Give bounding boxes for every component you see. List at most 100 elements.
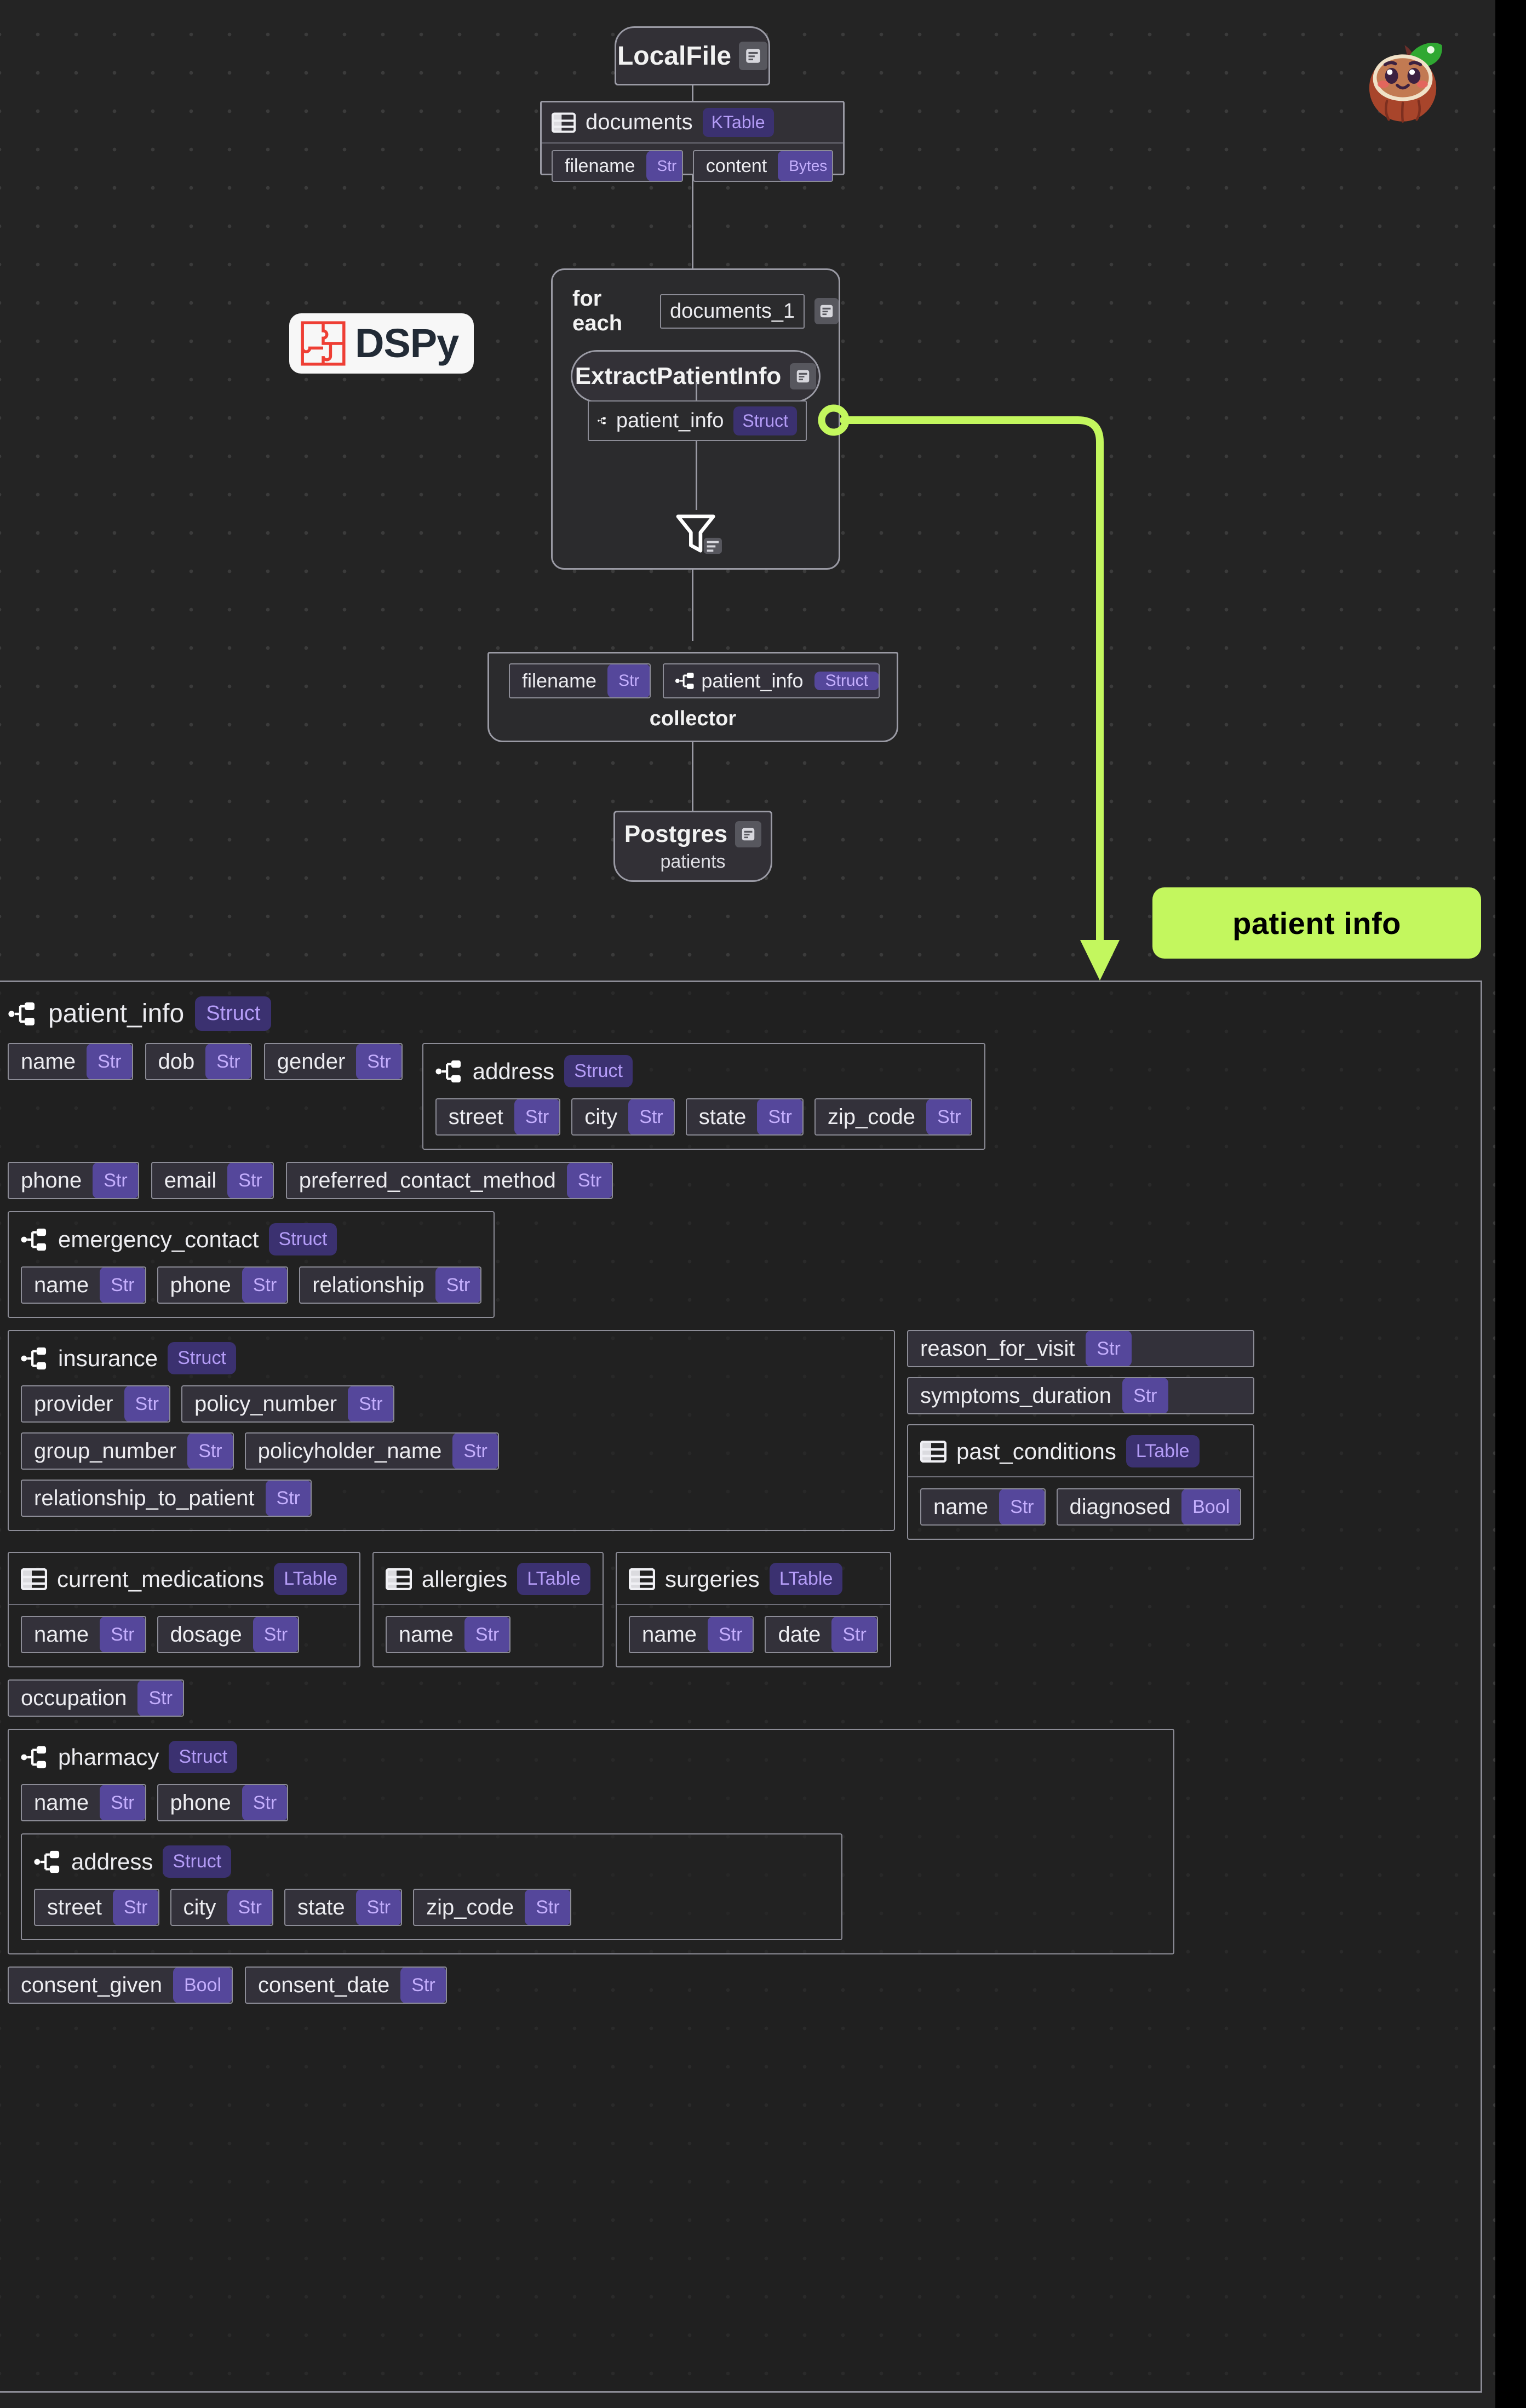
group-address-name: address — [473, 1058, 554, 1085]
field-emergency-name[interactable]: name Str — [21, 1266, 146, 1304]
field-reason-for-visit[interactable]: reason_for_visit Str — [907, 1330, 1254, 1367]
field-past-condition-name[interactable]: name Str — [920, 1488, 1046, 1526]
group-insurance[interactable]: insurance Struct provider Str policy_num… — [8, 1330, 895, 1531]
field-surgery-name[interactable]: name Str — [629, 1616, 754, 1653]
patient-info-schema-panel[interactable]: patient_info Struct name Str dob Str gen… — [0, 981, 1482, 2393]
field-dob[interactable]: dob Str — [145, 1043, 252, 1080]
node-localfile-title: LocalFile — [617, 41, 767, 71]
node-postgres-subtitle: patients — [660, 851, 725, 873]
field-email[interactable]: email Str — [151, 1162, 274, 1199]
group-surgeries[interactable]: surgeries LTable name Str date Str — [616, 1552, 891, 1667]
field-name[interactable]: name Str — [8, 1043, 133, 1080]
field-content[interactable]: content Bytes — [693, 150, 833, 182]
patient-info-badge: patient info — [1152, 887, 1481, 959]
field-medication-dosage[interactable]: dosage Str — [157, 1616, 300, 1653]
collector-field-patient-info[interactable]: patient_info Struct — [663, 663, 880, 698]
group-pharmacy-address-name: address — [71, 1849, 153, 1875]
field-phone[interactable]: phone Str — [8, 1162, 139, 1199]
field-address-city[interactable]: city Str — [571, 1098, 674, 1136]
schema-row-emergency: emergency_contact Struct name Str phone … — [8, 1211, 1466, 1318]
schema-row-insurance-visit: insurance Struct provider Str policy_num… — [8, 1330, 1466, 1540]
struct-icon — [8, 1001, 37, 1027]
field-pharmacy-phone[interactable]: phone Str — [157, 1784, 289, 1821]
group-pharmacy-type: Struct — [169, 1741, 237, 1773]
document-icon — [790, 363, 816, 389]
field-pharmacy-address-city[interactable]: city Str — [170, 1889, 273, 1926]
field-consent-date[interactable]: consent_date Str — [245, 1966, 447, 2004]
field-insurance-policyholder-name[interactable]: policyholder_name Str — [245, 1432, 499, 1470]
group-current-medications-type: LTable — [274, 1563, 347, 1595]
field-address-street[interactable]: street Str — [435, 1098, 561, 1136]
field-emergency-relationship[interactable]: relationship Str — [299, 1266, 481, 1304]
group-allergies[interactable]: allergies LTable name Str — [372, 1552, 604, 1667]
schema-row-occupation: occupation Str — [8, 1679, 1466, 1717]
field-insurance-relationship-to-patient[interactable]: relationship_to_patient Str — [21, 1480, 312, 1517]
group-emergency-contact-name: emergency_contact — [58, 1226, 259, 1253]
collector-label: collector — [489, 707, 897, 731]
group-emergency-contact-type: Struct — [269, 1223, 337, 1255]
field-insurance-policy-number[interactable]: policy_number Str — [181, 1385, 394, 1423]
document-icon — [739, 42, 767, 70]
foreach-label: for each — [572, 286, 650, 336]
schema-row-tables: current_medications LTable name Str dosa… — [8, 1552, 1466, 1667]
field-pharmacy-address-zip-code[interactable]: zip_code Str — [413, 1889, 571, 1926]
field-pharmacy-address-street[interactable]: street Str — [34, 1889, 159, 1926]
field-address-zip-code[interactable]: zip_code Str — [814, 1098, 973, 1136]
coconut-mascot — [1356, 34, 1449, 127]
group-pharmacy-name: pharmacy — [58, 1744, 159, 1770]
group-emergency-contact[interactable]: emergency_contact Struct name Str phone … — [8, 1211, 495, 1318]
node-localfile[interactable]: LocalFile — [615, 26, 770, 85]
field-surgery-date[interactable]: date Str — [765, 1616, 877, 1653]
struct-icon — [598, 410, 606, 432]
node-documents-table[interactable]: documents KTable filename Str content By… — [540, 101, 845, 175]
group-past-conditions[interactable]: past_conditions LTable name Str diagnose… — [907, 1424, 1254, 1540]
group-current-medications-name: current_medications — [57, 1566, 264, 1592]
divider — [908, 1476, 1253, 1477]
divider — [374, 1604, 603, 1605]
puzzle-icon — [300, 320, 346, 366]
group-pharmacy-address-type: Struct — [163, 1845, 231, 1878]
schema-col-visit: reason_for_visit Str symptoms_duration S… — [907, 1330, 1254, 1540]
group-address[interactable]: address Struct street Str city Str — [422, 1043, 986, 1150]
node-postgres-title: Postgres — [624, 821, 761, 848]
right-edge-band — [1495, 0, 1526, 2408]
struct-icon — [21, 1745, 48, 1770]
documents-table-name: documents — [586, 110, 693, 135]
node-collector[interactable]: filename Str patient_info Struct collect… — [487, 652, 898, 742]
field-insurance-provider[interactable]: provider Str — [21, 1385, 170, 1423]
field-consent-given[interactable]: consent_given Bool — [8, 1966, 233, 2004]
field-past-condition-diagnosed[interactable]: diagnosed Bool — [1057, 1488, 1242, 1526]
field-emergency-phone[interactable]: phone Str — [157, 1266, 289, 1304]
field-filename[interactable]: filename Str — [552, 150, 683, 182]
group-address-type: Struct — [564, 1055, 633, 1087]
dspy-logo: DSPy — [289, 313, 474, 374]
group-past-conditions-name: past_conditions — [956, 1438, 1116, 1465]
schema-root-name: patient_info — [48, 999, 184, 1029]
field-pharmacy-address-state[interactable]: state Str — [284, 1889, 402, 1926]
field-preferred-contact-method[interactable]: preferred_contact_method Str — [286, 1162, 613, 1199]
field-patient-info-output[interactable]: patient_info Struct — [588, 400, 807, 441]
field-medication-name[interactable]: name Str — [21, 1616, 146, 1653]
foreach-iterable[interactable]: documents_1 — [660, 294, 805, 329]
schema-row-contact: phone Str email Str preferred_contact_me… — [8, 1162, 1466, 1199]
filter-icon[interactable] — [672, 512, 725, 557]
connector-collector-postgres — [692, 742, 693, 813]
table-icon — [386, 1568, 412, 1590]
flow-canvas[interactable]: LocalFile documents KTable — [0, 0, 1495, 2408]
group-pharmacy[interactable]: pharmacy Struct name Str phone Str — [8, 1729, 1174, 1954]
field-symptoms-duration[interactable]: symptoms_duration Str — [907, 1377, 1254, 1414]
group-current-medications[interactable]: current_medications LTable name Str dosa… — [8, 1552, 360, 1667]
node-foreach-group[interactable]: for each documents_1 ExtractPatientInfo — [551, 268, 840, 570]
schema-row-pharmacy: pharmacy Struct name Str phone Str — [8, 1729, 1466, 1954]
field-pharmacy-name[interactable]: name Str — [21, 1784, 146, 1821]
field-address-state[interactable]: state Str — [686, 1098, 804, 1136]
schema-row-basic: name Str dob Str gender Str — [8, 1043, 1466, 1150]
group-pharmacy-address[interactable]: address Struct street Str city Str — [21, 1833, 842, 1940]
field-occupation[interactable]: occupation Str — [8, 1679, 184, 1717]
connector-module-output — [696, 382, 697, 400]
field-insurance-group-number[interactable]: group_number Str — [21, 1432, 234, 1470]
node-postgres[interactable]: Postgres patients — [613, 811, 772, 882]
collector-field-filename[interactable]: filename Str — [509, 663, 651, 698]
field-allergy-name[interactable]: name Str — [386, 1616, 511, 1653]
field-gender[interactable]: gender Str — [264, 1043, 403, 1080]
